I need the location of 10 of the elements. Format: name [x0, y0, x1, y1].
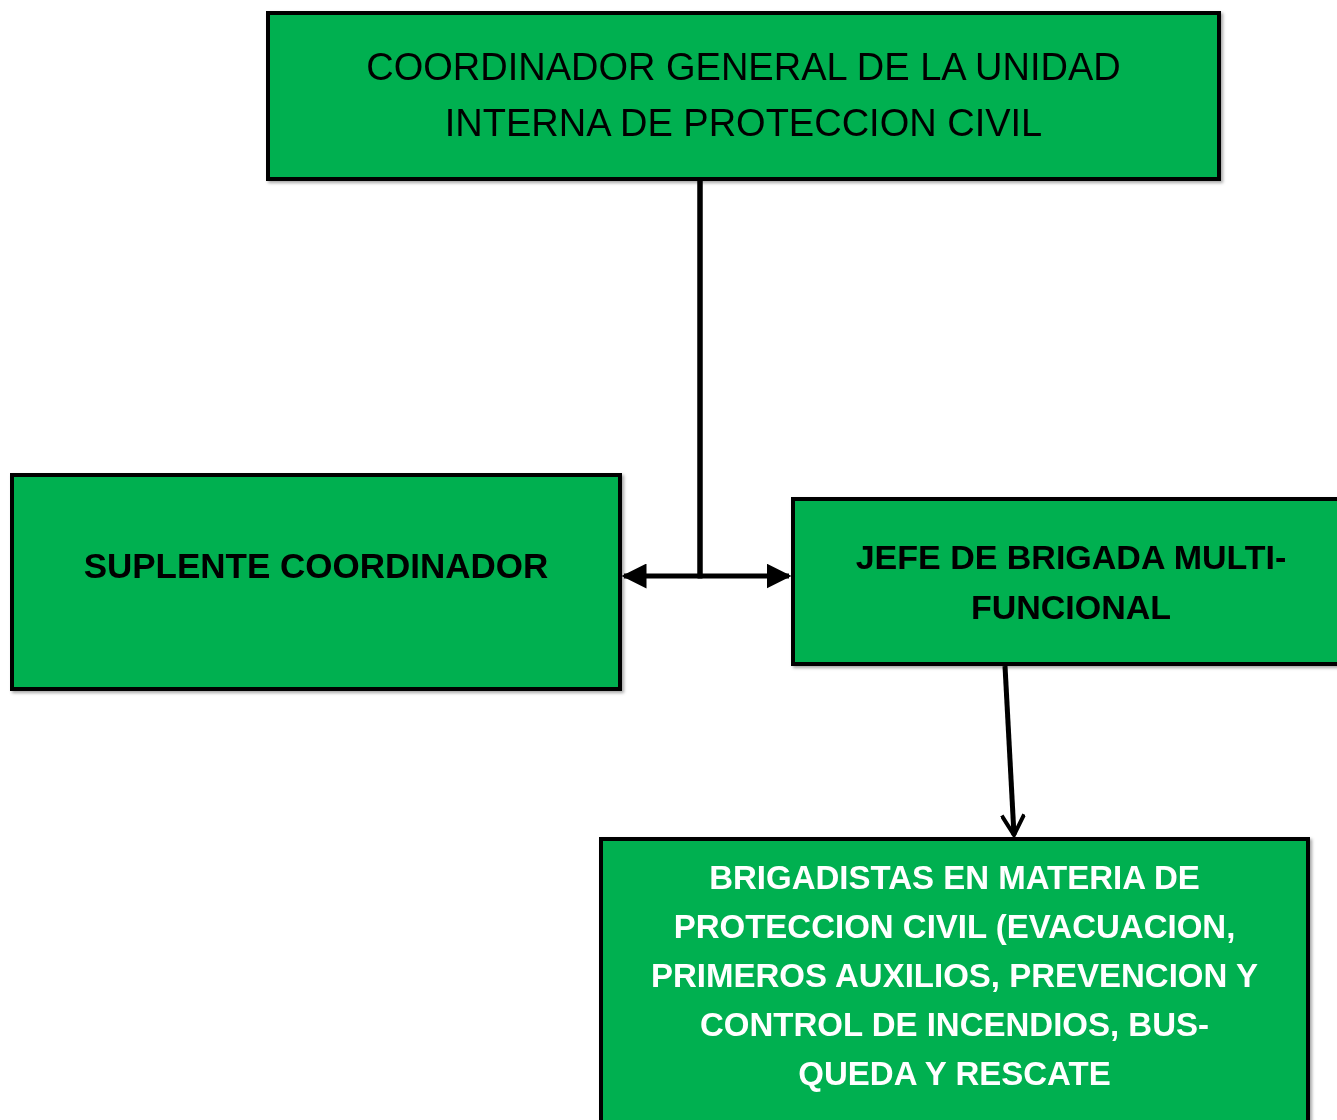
arrow — [697, 181, 792, 589]
org-chart-box — [791, 497, 1337, 666]
org-chart-box — [10, 473, 622, 691]
org-chart-box — [599, 837, 1310, 1120]
org-chart-box — [266, 11, 1221, 181]
arrow — [999, 665, 1027, 837]
role-title: COORDINADOR GENERAL DE LA UNIDAD INTERNA DE PROTECCION CIVIL — [365, 45, 1122, 146]
role-title: JEFE DE BRIGADA MULTI- FUNCIONAL — [854, 536, 1288, 628]
role-title: BRIGADISTAS EN MATERIA DE PROTECCION CIVIL (EVACUACION, PRIMEROS AUXILIOS, PREVENCION Y CONTROL DE INCENDIOS, BUS- QUEDA Y RESCATE — [650, 858, 1259, 1094]
role-title: SUPLENTE COORDINADOR — [83, 545, 549, 587]
